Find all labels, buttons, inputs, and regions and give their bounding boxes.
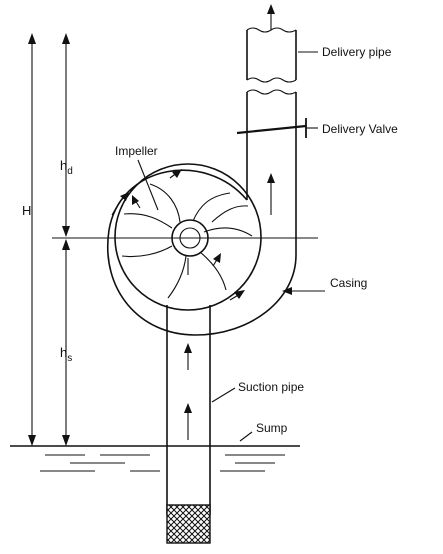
suction-pipe (166, 258, 211, 515)
label-hd: hd (60, 158, 73, 177)
delivery-pipe-upper (246, 4, 297, 83)
label-hs-main: h (60, 345, 67, 360)
label-hs: hs (60, 345, 72, 364)
label-hs-sub: s (67, 353, 72, 364)
label-delivery-valve: Delivery Valve (322, 122, 398, 136)
delivery-pipe-lower (246, 89, 297, 255)
leader-suction-pipe (211, 387, 236, 403)
label-H: H (22, 203, 31, 218)
label-delivery-pipe: Delivery pipe (322, 45, 392, 59)
casing-arrowhead (282, 287, 292, 295)
label-hd-main: h (60, 158, 67, 173)
dimension-hd (62, 33, 70, 237)
impeller-vanes (121, 183, 253, 299)
pump-casing (107, 163, 297, 336)
label-casing: Casing (330, 276, 367, 290)
foot-valve-strainer (166, 504, 211, 544)
label-hd-sub: d (67, 166, 73, 177)
label-sump: Sump (256, 421, 288, 435)
leader-impeller (137, 159, 159, 211)
flow-arrows (111, 169, 245, 301)
label-impeller: Impeller (115, 144, 158, 158)
dimension-hs (62, 239, 70, 446)
dimension-H (28, 33, 36, 446)
leader-sump (239, 431, 253, 442)
label-suction-pipe: Suction pipe (238, 380, 304, 394)
sump-water (10, 445, 300, 472)
